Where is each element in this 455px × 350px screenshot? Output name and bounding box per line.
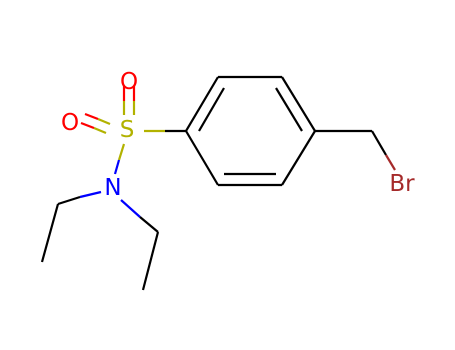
ring-bond-3-inner [275, 87, 303, 132]
atom-nitrogen: N [104, 175, 121, 201]
atom-oxygen-left: O [61, 110, 79, 136]
bond-s-o-left-a2 [84, 112, 99, 121]
bond-s-o-left-a1 [97, 117, 111, 126]
bond-ethyl-right-ch3 [141, 231, 160, 291]
bond-ch2-br-carbon [371, 130, 387, 156]
ring-bond-3 [281, 76, 316, 132]
bond-n-ethyl-right-carbon [139, 216, 159, 233]
bond-n-ethyl-left-carbon [57, 195, 81, 206]
bond-s-n-nitrogen [113, 159, 121, 175]
ring-bond-1-inner [198, 87, 225, 132]
atom-oxygen-top: O [120, 69, 138, 95]
bond-s-n-sulfur [117, 143, 126, 161]
bond-s-o-left-b2 [80, 121, 95, 130]
bond-ethyl-left-ch3 [40, 203, 60, 263]
ring-bond-4 [281, 130, 316, 186]
ring-bond-1 [185, 76, 219, 132]
bond-n-ethyl-left-nitrogen [79, 190, 102, 199]
bond-s-o-left-b1 [93, 126, 107, 135]
ring-bond-6 [185, 130, 219, 186]
bond-n-ethyl-right-nitrogen [120, 199, 141, 218]
atom-bromine: Br [389, 171, 415, 197]
atom-sulfur: S [120, 117, 135, 143]
bond-ch2-br-bromine [385, 154, 396, 171]
